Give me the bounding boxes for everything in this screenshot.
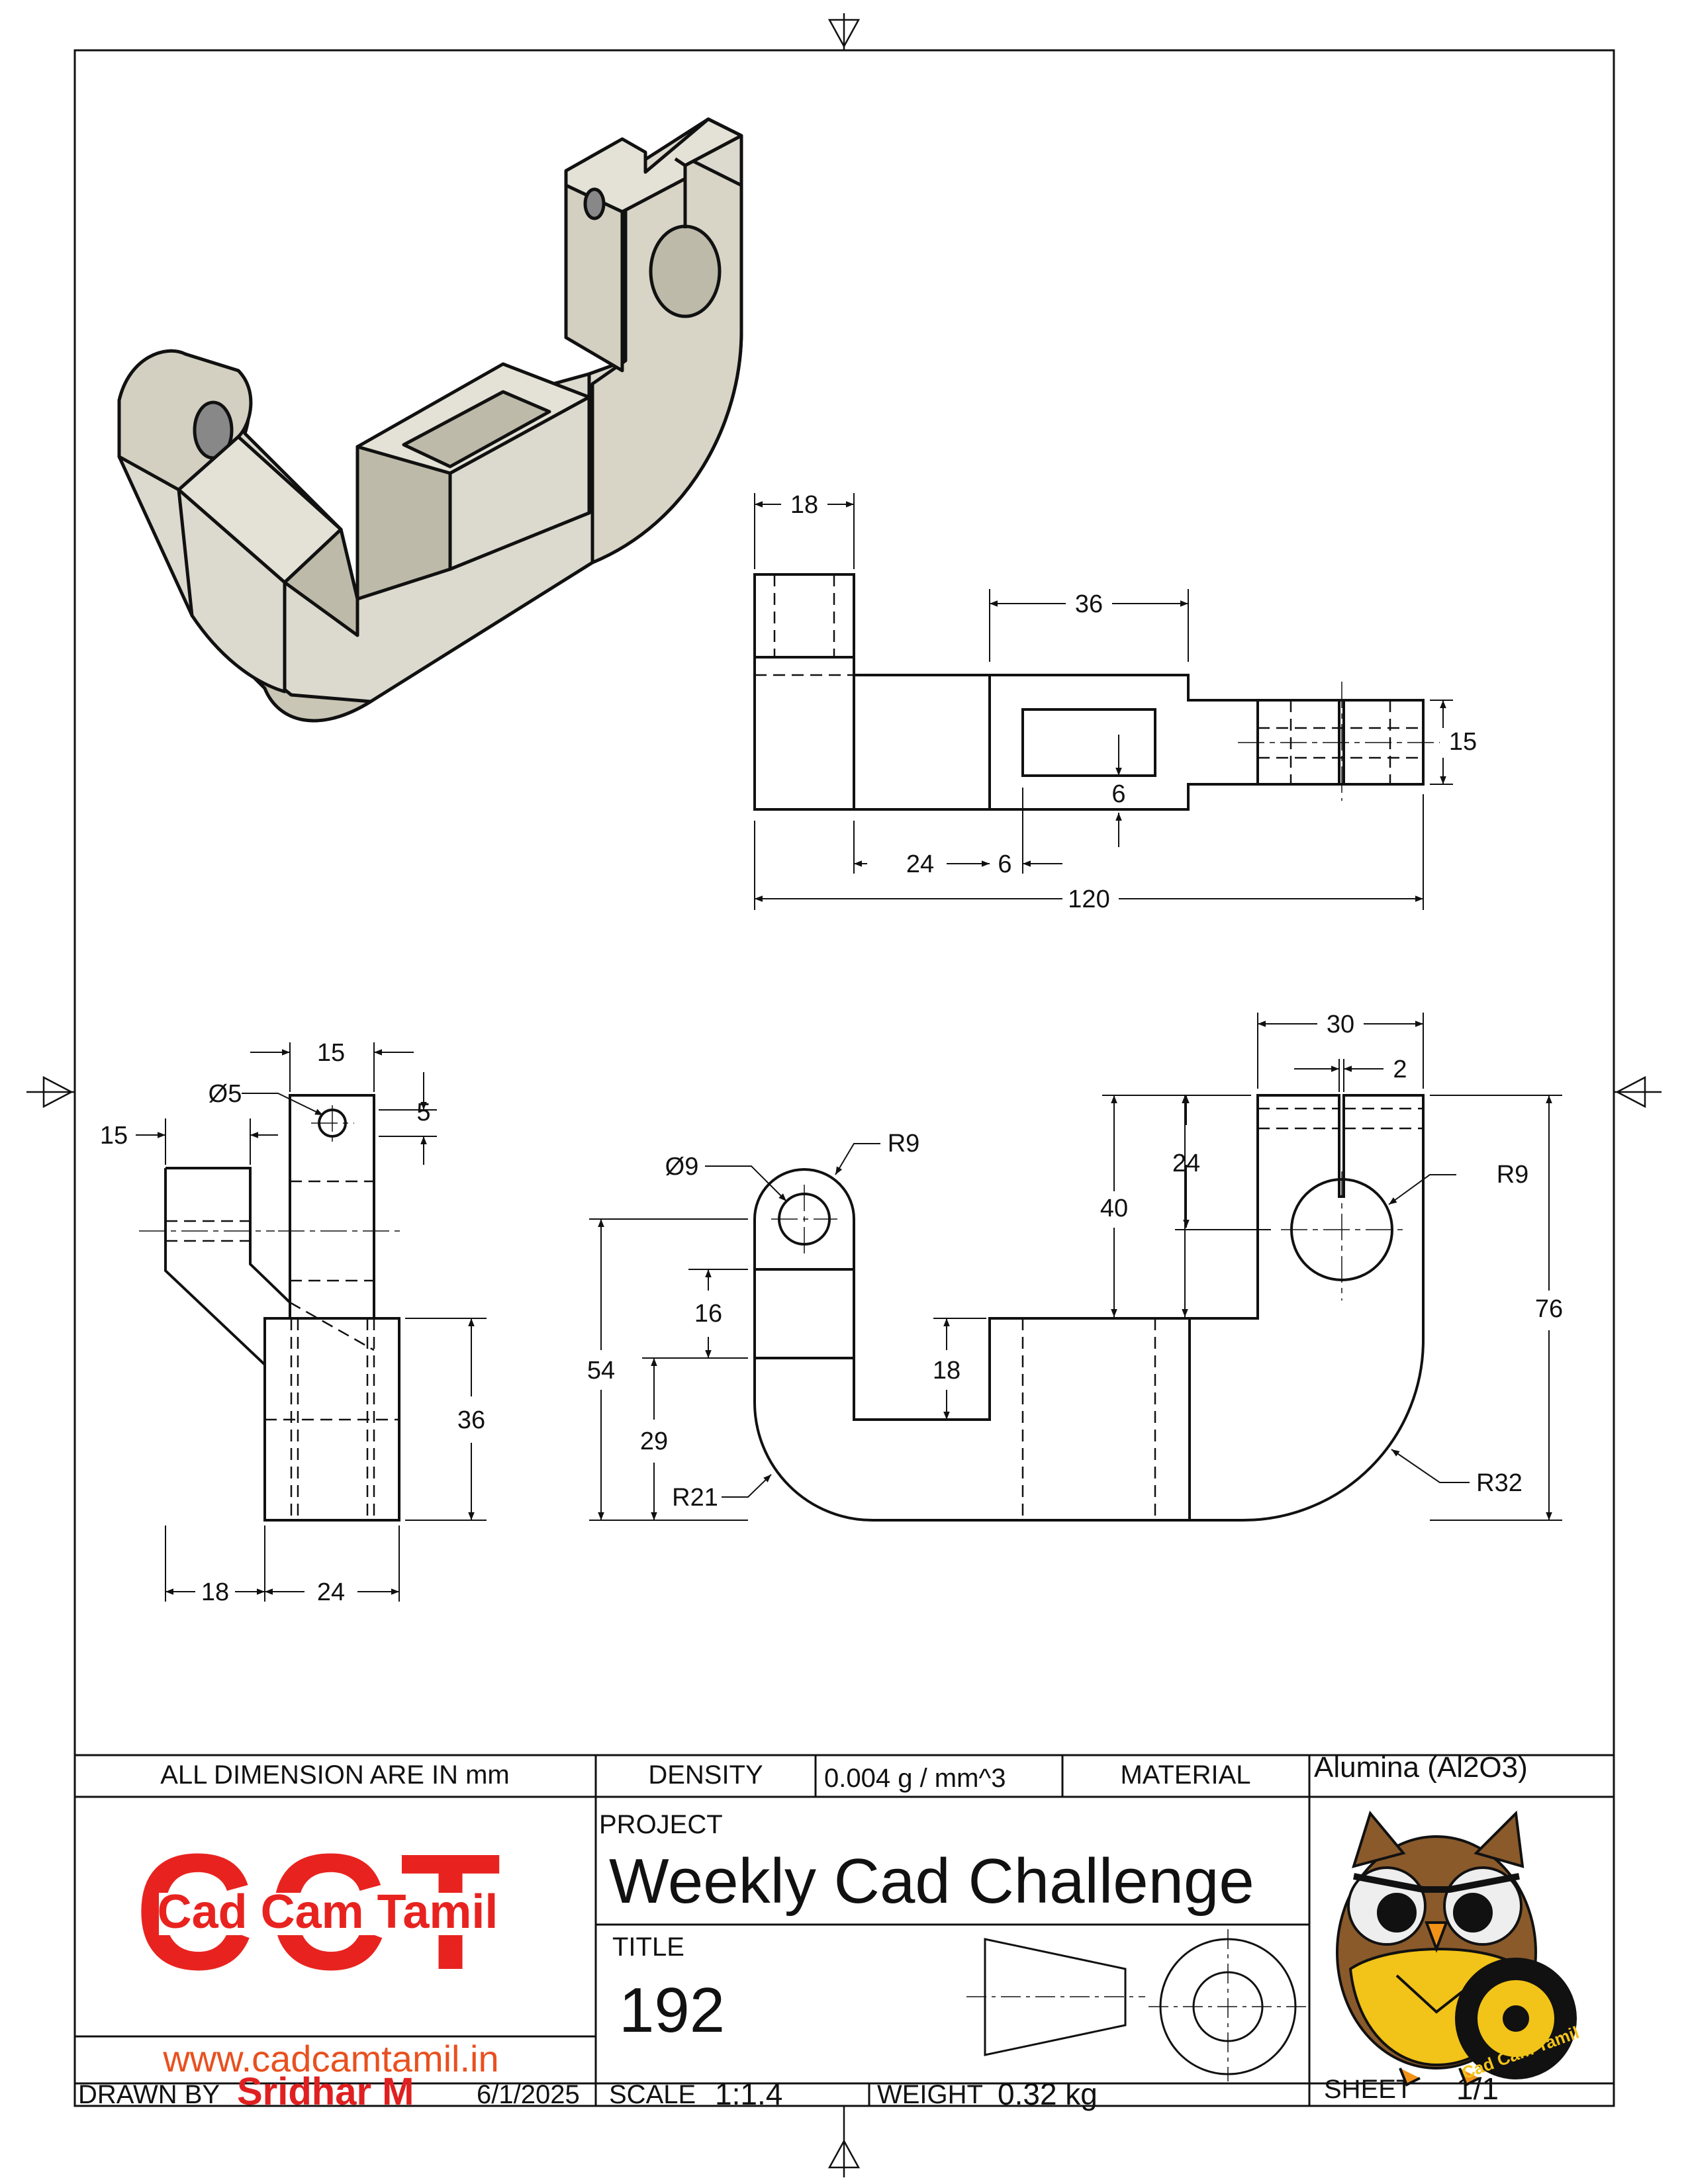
side-view-dimension-text: 15 Ø5 5 15 36 18 24 — [100, 1039, 485, 1606]
dim-side-15-left: 15 — [100, 1122, 128, 1150]
front-view — [753, 1094, 1425, 1522]
dim-side-hole-dia: Ø5 — [209, 1080, 242, 1108]
project-value: Weekly Cad Challenge — [609, 1846, 1254, 1917]
owl-mascot-icon — [1336, 1810, 1577, 2087]
dim-front-30: 30 — [1327, 1011, 1354, 1038]
dim-top-36: 36 — [1075, 590, 1103, 618]
logo-text: Cad Cam Tamil — [158, 1886, 498, 1938]
dim-front-40: 40 — [1100, 1195, 1128, 1222]
dim-top-18: 18 — [790, 491, 818, 519]
front-view-centerlines — [771, 1171, 1403, 1300]
dim-front-54: 54 — [587, 1357, 615, 1385]
side-view-hidden — [165, 1180, 399, 1520]
drawing-date: 6/1/2025 — [477, 2080, 580, 2109]
material-label: MATERIAL — [1120, 1760, 1250, 1790]
isometric-part — [117, 117, 743, 723]
weight-label: WEIGHT — [877, 2080, 983, 2109]
front-view-dimension-lines — [589, 1013, 1562, 1521]
side-view-centerlines — [139, 1105, 400, 1232]
centering-marks — [26, 13, 1662, 2177]
scale-value: 1:1.4 — [715, 2077, 782, 2111]
material-value: Alumina (Al2O3) — [1314, 1751, 1528, 1784]
dim-top-6-slot: 6 — [1111, 780, 1125, 808]
dim-front-18: 18 — [933, 1357, 961, 1385]
iso-slit — [674, 157, 687, 228]
units-note: ALL DIMENSION ARE IN mm — [160, 1760, 510, 1790]
side-view-dimension-lines — [136, 1042, 487, 1602]
website: www.cadcamtamil.in — [162, 2038, 498, 2079]
scale-label: SCALE — [609, 2080, 696, 2109]
dim-front-16: 16 — [694, 1300, 722, 1328]
front-view-dimension-text: 30 2 Ø9 R9 R9 24 40 76 16 54 18 29 R21 R… — [587, 1011, 1563, 1512]
iso-boss — [117, 349, 253, 492]
iso-small-hole — [583, 187, 606, 220]
iso-lower-shadow — [190, 614, 373, 723]
dim-side-24: 24 — [317, 1578, 345, 1606]
dim-front-2: 2 — [1393, 1056, 1407, 1083]
dim-side-5: 5 — [416, 1099, 430, 1126]
projection-symbol-centerlines — [966, 1929, 1307, 2081]
density-label: DENSITY — [648, 1760, 763, 1790]
title-value: 192 — [619, 1975, 725, 2046]
project-label: PROJECT — [599, 1810, 723, 1839]
top-view-dimension-text: 18 36 15 6 24 6 120 — [790, 491, 1477, 913]
title-block-grid — [75, 1754, 1614, 2106]
drawn-by-value: Sridhar M — [237, 2070, 414, 2113]
drawn-by-label: DRAWN BY — [78, 2080, 220, 2109]
dim-front-r32: R32 — [1476, 1469, 1523, 1497]
iso-bore — [649, 224, 722, 318]
front-view-hidden — [1021, 1107, 1423, 1520]
weight-value: 0.32 kg — [998, 2077, 1098, 2111]
dim-front-76: 76 — [1535, 1295, 1563, 1323]
iso-channel-floor — [283, 527, 359, 637]
projection-symbol — [984, 1938, 1297, 2075]
cct-logo: CCT Cad Cam Tamil — [134, 1819, 501, 2004]
top-view-centerlines — [1238, 682, 1440, 801]
dim-top-120: 120 — [1068, 886, 1109, 913]
dim-front-24: 24 — [1172, 1150, 1200, 1177]
dim-side-18: 18 — [201, 1578, 229, 1606]
dim-side-15-top: 15 — [317, 1039, 345, 1067]
dim-top-24: 24 — [906, 850, 934, 878]
dim-top-6-gap: 6 — [998, 850, 1011, 878]
dim-front-29: 29 — [640, 1428, 668, 1455]
dim-top-15: 15 — [1449, 728, 1477, 756]
side-view — [164, 1094, 400, 1522]
sheet-label: SHEET — [1324, 2075, 1412, 2104]
dim-side-36: 36 — [457, 1406, 485, 1434]
density-value: 0.004 g / mm^3 — [824, 1764, 1006, 1793]
title-label: TITLE — [612, 1933, 684, 1962]
title-block-text: ALL DIMENSION ARE IN mm DENSITY 0.004 g … — [78, 1751, 1528, 2113]
top-view-dimension-lines — [754, 493, 1453, 910]
iso-slot-opening — [402, 390, 551, 469]
dim-front-boss-r9: R9 — [888, 1130, 920, 1158]
iso-arm-front — [177, 488, 287, 694]
dim-front-r21: R21 — [672, 1484, 718, 1512]
dim-front-hole-dia: Ø9 — [665, 1153, 699, 1181]
dim-front-bore-r9: R9 — [1497, 1161, 1529, 1189]
